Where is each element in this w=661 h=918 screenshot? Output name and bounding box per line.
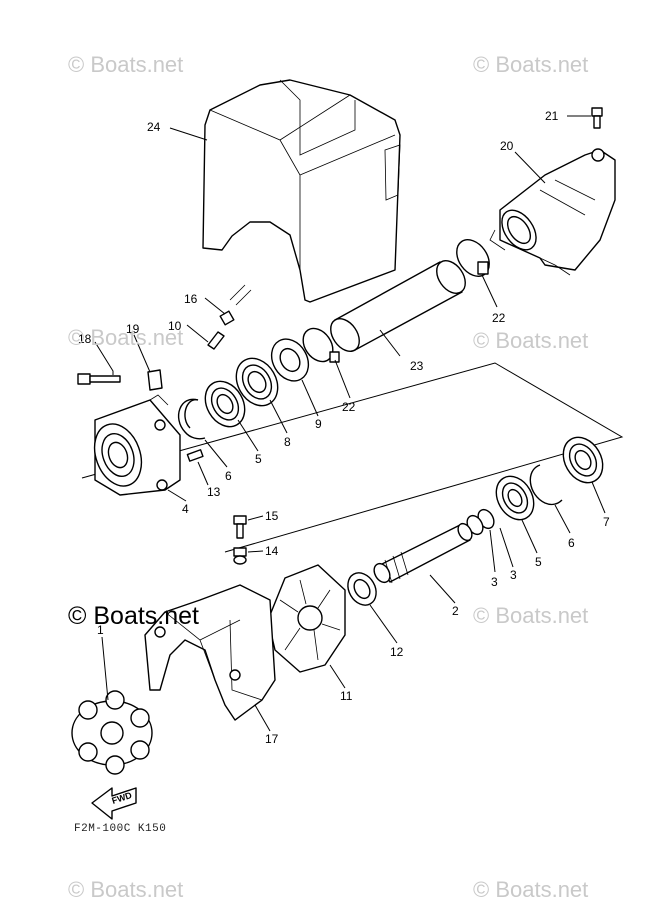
part-20-nozzle [489, 148, 616, 276]
callout-6-upper: 6 [225, 469, 232, 483]
callout-2: 2 [452, 604, 459, 618]
leader-lines [94, 115, 606, 732]
part-8-bearing [235, 357, 279, 407]
part-19-plate [147, 369, 163, 391]
callout-labels: 24 21 20 22 16 10 18 19 23 22 9 8 5 6 13… [78, 109, 610, 746]
callout-4: 4 [182, 502, 189, 516]
watermark-top-right: © Boats.net [473, 52, 589, 77]
callout-3-right: 3 [510, 568, 517, 582]
part-1-coupler [71, 690, 153, 775]
callout-8: 8 [284, 435, 291, 449]
callout-13: 13 [207, 485, 221, 499]
part-15-bolt [233, 515, 247, 539]
part-14-collar [233, 547, 247, 565]
part-22-clamp-lower [302, 327, 340, 363]
part-13-pin [186, 449, 204, 462]
callout-19: 19 [126, 322, 140, 336]
callout-21: 21 [545, 109, 559, 123]
watermark-mid-right: © Boats.net [473, 328, 589, 353]
part-17-impeller-housing [144, 584, 276, 721]
callout-10: 10 [168, 319, 182, 333]
part-12-washer [347, 572, 377, 606]
callout-5-upper: 5 [255, 452, 262, 466]
callout-11: 11 [340, 689, 353, 703]
callout-22-upper: 22 [492, 311, 506, 325]
watermark-mid-left: © Boats.net [68, 325, 184, 350]
callout-22-lower: 22 [342, 400, 356, 414]
part-7-bearing [562, 436, 604, 484]
part-24-cover [202, 79, 401, 303]
callout-9: 9 [315, 417, 322, 431]
part-22-clamp-upper [456, 239, 490, 277]
part-2-drive-shaft [373, 522, 473, 584]
part-6-circlip-lower [529, 464, 563, 506]
callout-3-left: 3 [491, 575, 498, 589]
watermark-lower-right: © Boats.net [473, 603, 589, 628]
watermark-bottom-right: © Boats.net [473, 877, 589, 902]
callout-1: 1 [97, 623, 104, 637]
part-4-pump-housing [93, 394, 181, 496]
part-18-bolt [77, 373, 121, 385]
callout-5-lower: 5 [535, 555, 542, 569]
watermark-main: © Boats.net [68, 602, 199, 630]
drawing-code: F2M-100C K150 [74, 823, 167, 835]
part-11-impeller [267, 564, 346, 673]
callout-6-lower: 6 [568, 536, 575, 550]
callout-14: 14 [265, 544, 279, 558]
callout-12: 12 [390, 645, 404, 659]
callout-7: 7 [603, 515, 610, 529]
part-23-hose [330, 260, 466, 352]
fwd-arrow: FWD [91, 787, 137, 820]
assembly-boundary-line [81, 362, 624, 553]
part-10-fitting [207, 331, 225, 350]
callout-17: 17 [265, 732, 279, 746]
callout-16: 16 [184, 292, 198, 306]
watermark-top-left: © Boats.net [68, 52, 184, 77]
callout-24: 24 [147, 120, 161, 134]
callout-23: 23 [410, 359, 424, 373]
callout-20: 20 [500, 139, 514, 153]
part-6-circlip-upper [177, 398, 206, 440]
callout-18: 18 [78, 332, 92, 346]
part-9-washer [270, 338, 310, 382]
part-16-hose [219, 284, 252, 326]
part-5-bearing-upper [204, 380, 246, 428]
part-5-bearing-lower [495, 475, 535, 521]
part-21-bolt [591, 107, 603, 129]
watermark-bottom-left: © Boats.net [68, 877, 184, 902]
callout-15: 15 [265, 509, 279, 523]
